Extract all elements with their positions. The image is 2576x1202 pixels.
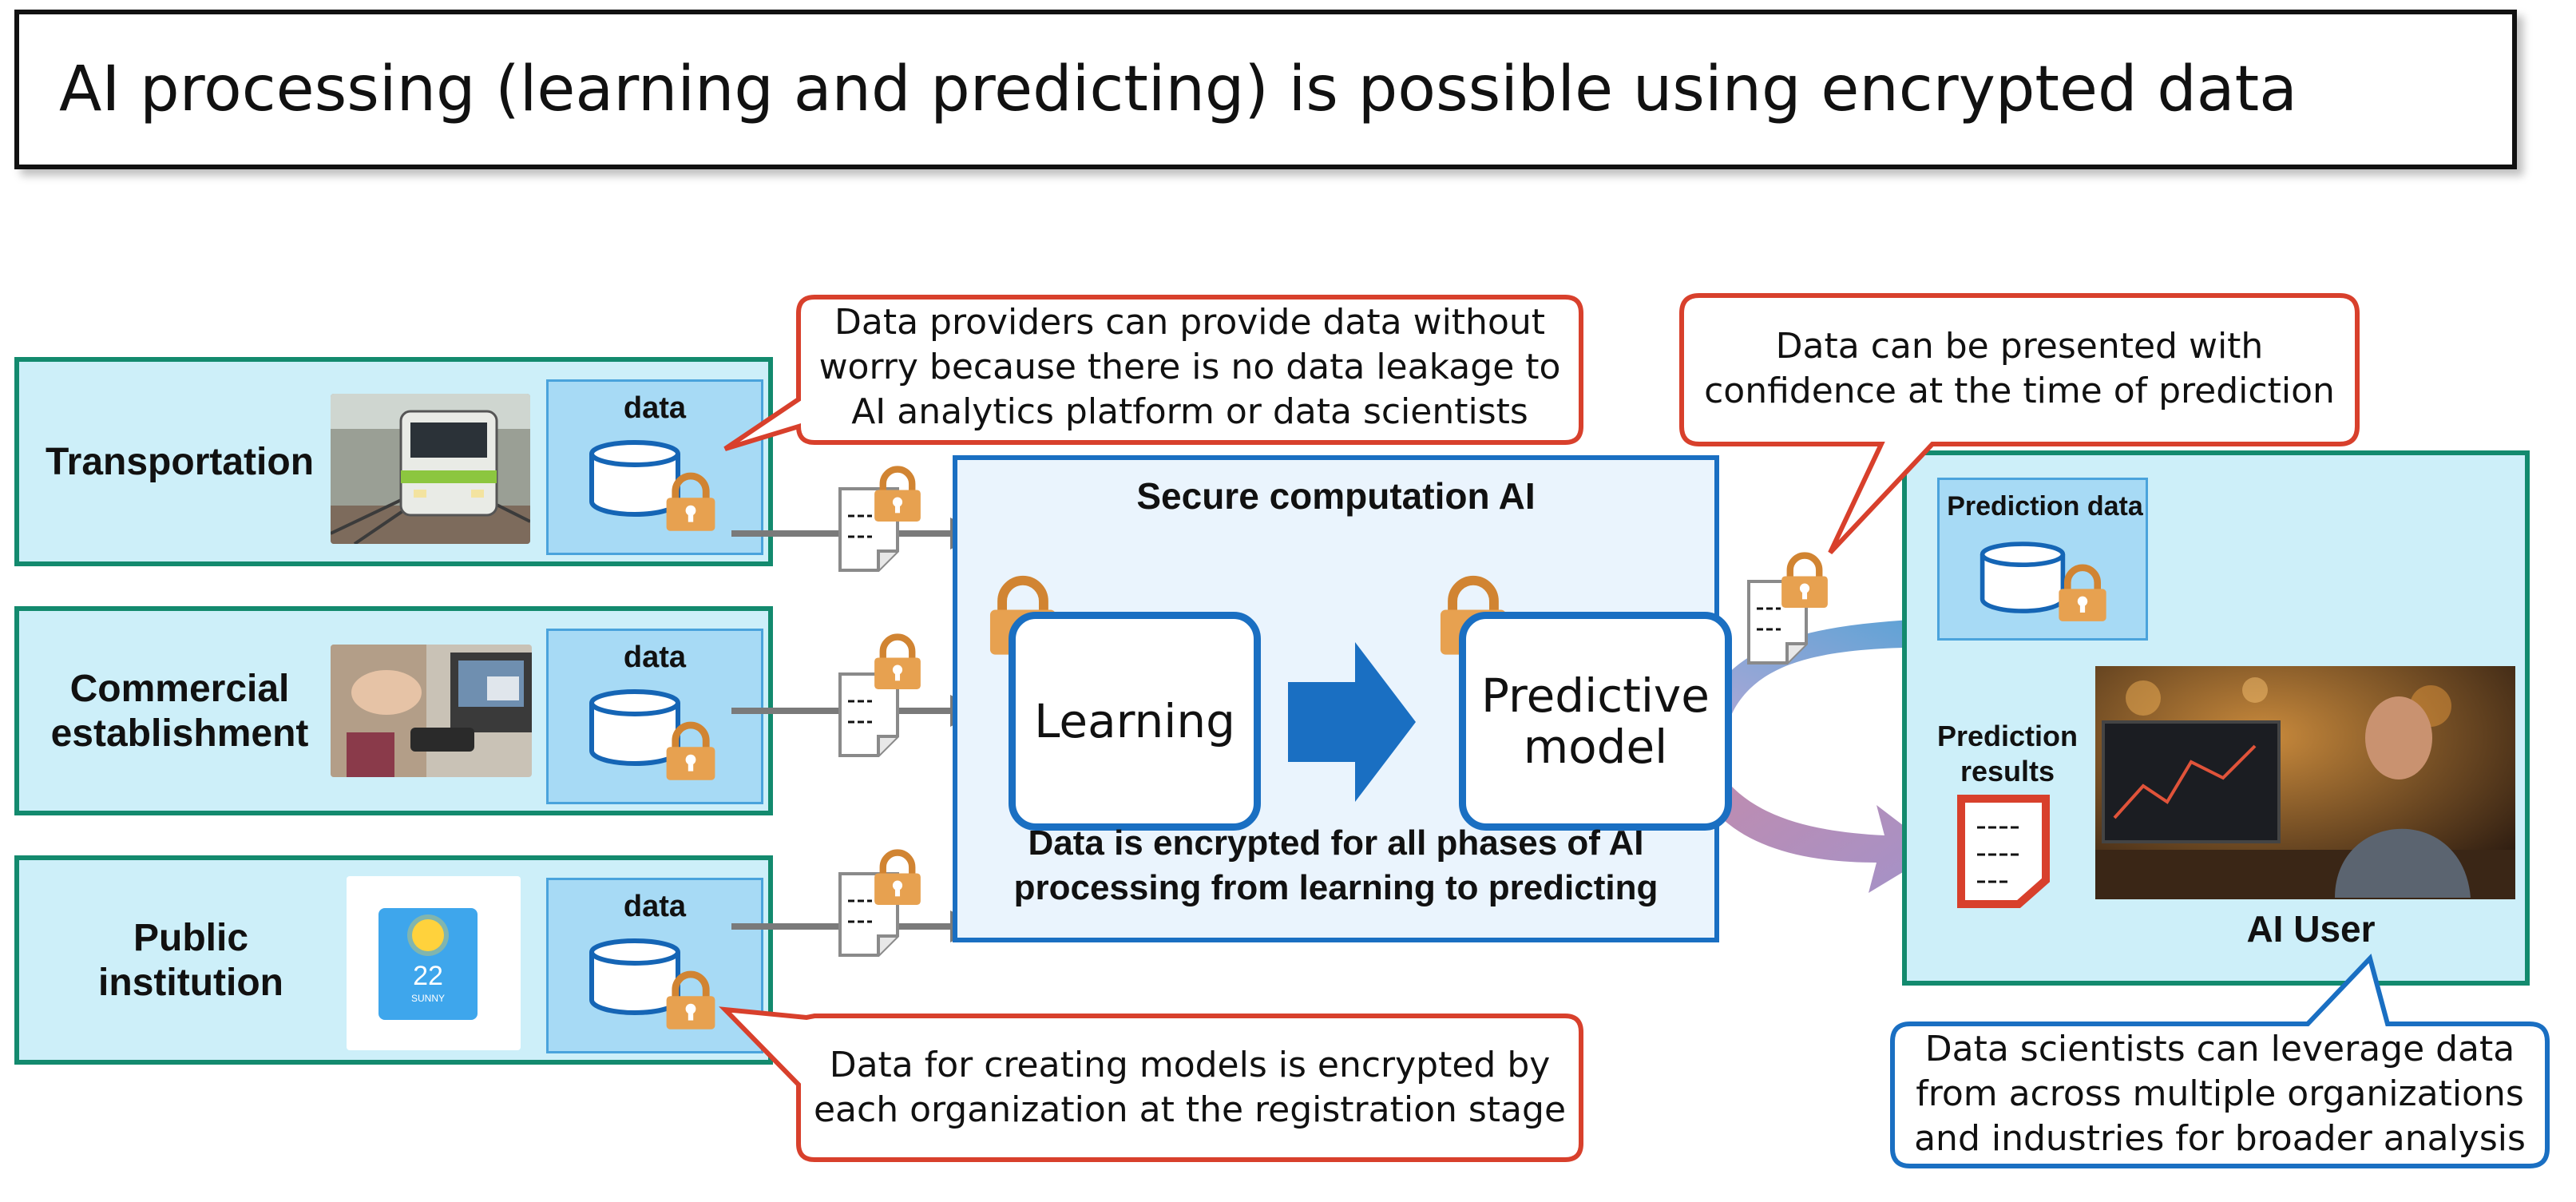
provider-transportation: Transportation data: [14, 357, 773, 566]
callout-providers: Data providers can provide data without …: [818, 302, 1561, 432]
data-label: data: [623, 890, 687, 923]
weather-icon-tile: 22 SUNNY: [347, 876, 521, 1050]
weather-temperature: 22: [413, 961, 443, 991]
data-panel-public: data: [546, 878, 763, 1053]
provider-label-transportation: Transportation: [45, 441, 315, 483]
prediction-data-panel: Prediction data: [1937, 478, 2148, 641]
data-label: data: [623, 641, 687, 674]
provider-commercial: Commercial establishment data: [14, 606, 773, 815]
data-label: data: [623, 391, 687, 425]
sun-icon: [412, 919, 444, 951]
provider-label-public: Public institution: [98, 917, 283, 1004]
prediction-results-label: Prediction results: [1936, 720, 2079, 787]
shopping-photo: [331, 645, 532, 777]
ai-user-label: AI User: [2246, 908, 2376, 950]
prediction-data-label: Prediction data: [1947, 491, 2143, 522]
arrow-right-icon: [1288, 642, 1416, 802]
provider-label-commercial: Commercial establishment: [50, 668, 309, 755]
learning-label: Learning: [1034, 694, 1235, 748]
provider-public: Public institution 22 SUNNY data: [14, 855, 773, 1065]
title-box: AI processing (learning and predicting) …: [14, 10, 2517, 169]
callout-registration: Data for creating models is encrypted by…: [813, 1045, 1567, 1130]
analyst-photo: [2095, 666, 2515, 899]
results-document-icon: [1957, 795, 2050, 908]
page-title: AI processing (learning and predicting) …: [59, 54, 2297, 125]
weather-condition: SUNNY: [410, 993, 445, 1004]
callout-prediction: Data can be presented with confidence at…: [1704, 326, 2335, 411]
model-label: Predictive model: [1481, 668, 1710, 774]
data-panel-commercial: data: [546, 629, 763, 804]
ai-user-panel: Prediction data Prediction results: [1902, 450, 2530, 986]
encryption-caption: Data is encrypted for all phases of AI p…: [1013, 823, 1659, 907]
learning-phase: Learning: [1009, 612, 1261, 831]
callout-scientists: Data scientists can leverage data from a…: [1914, 1029, 2526, 1159]
data-panel-transportation: data: [546, 379, 763, 555]
weather-tile: 22 SUNNY: [378, 908, 478, 1020]
train-photo: [331, 394, 530, 544]
predictive-model-phase: Predictive model: [1459, 612, 1732, 831]
secure-title: Secure computation AI: [1136, 475, 1536, 517]
secure-computation-panel: Secure computation AI Learning Predictiv…: [953, 455, 1732, 942]
